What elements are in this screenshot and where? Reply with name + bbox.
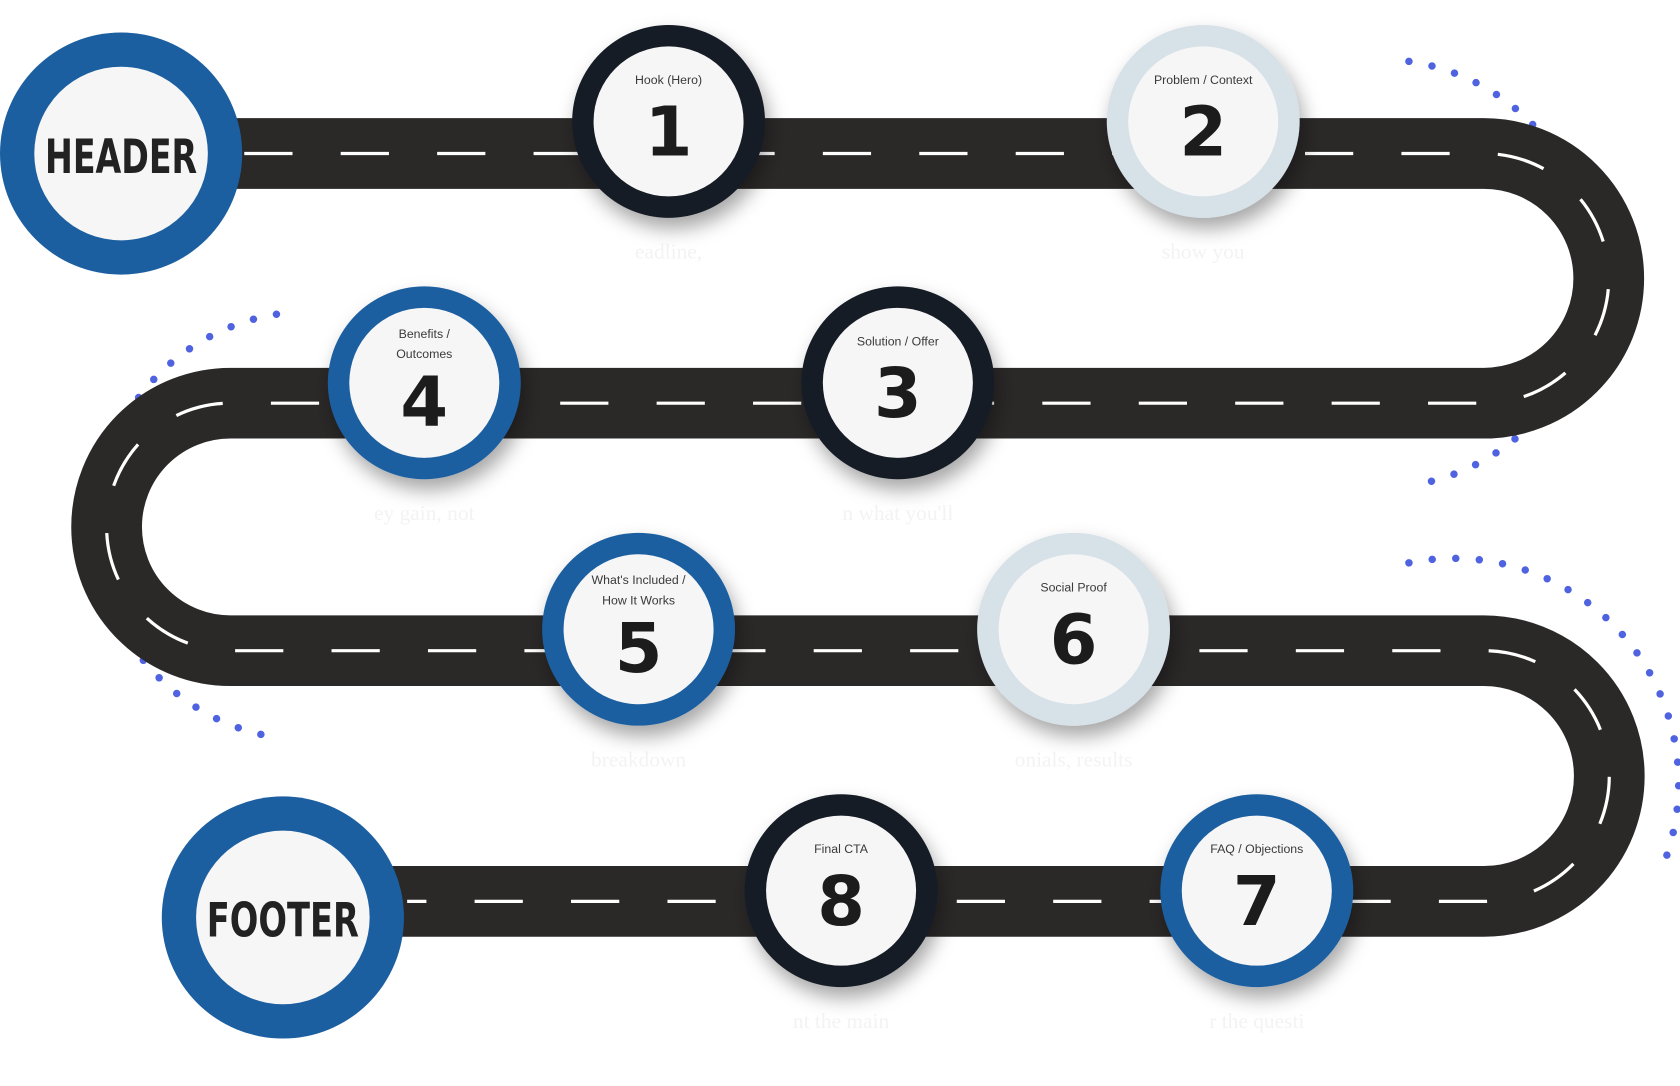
step-number: 3 xyxy=(874,354,922,434)
step-title: Benefits / xyxy=(399,327,451,341)
node-inner xyxy=(196,830,370,1005)
node-inner xyxy=(822,307,973,458)
road-center-dashes xyxy=(105,151,1611,903)
step-caption: n what you'll xyxy=(842,501,953,525)
step-title: Hook (Hero) xyxy=(635,73,702,87)
step-number: 4 xyxy=(400,363,448,443)
step-caption: ey gain, not xyxy=(374,501,475,525)
step-node-1: Hook (Hero) 1 xyxy=(572,24,765,218)
road xyxy=(71,118,1645,937)
step-node-4: Benefits / Outcomes 4 xyxy=(327,286,521,480)
step-node-2: Problem / Context 2 xyxy=(1106,24,1300,218)
step-node-3: Solution / Offer 3 xyxy=(801,286,995,480)
dotted-arc xyxy=(92,310,281,742)
step-node-6: Social Proof 6 xyxy=(977,532,1170,726)
header-node: HEADER xyxy=(0,32,243,275)
dotted-arc xyxy=(1405,554,1680,862)
step-caption: eadline, xyxy=(635,240,702,264)
step-title: What's Included / xyxy=(592,573,687,587)
step-number: 2 xyxy=(1179,93,1227,173)
node-label: FOOTER xyxy=(207,894,359,949)
step-caption: r the questi xyxy=(1209,1009,1304,1033)
step-title: How It Works xyxy=(602,594,675,608)
step-number: 8 xyxy=(817,862,865,942)
node-label: HEADER xyxy=(45,130,197,185)
node-inner xyxy=(1128,46,1279,197)
step-node-8: Final CTA 8 xyxy=(744,794,938,988)
step-title: Social Proof xyxy=(1040,581,1107,595)
step-node-7: FAQ / Objections 7 xyxy=(1160,794,1354,988)
node-inner xyxy=(998,554,1149,705)
node-inner xyxy=(766,815,917,966)
step-caption: onials, results xyxy=(1015,747,1133,771)
step-number: 1 xyxy=(645,93,693,173)
footer-node: FOOTER xyxy=(161,796,404,1039)
step-title: Final CTA xyxy=(814,842,869,856)
step-title: FAQ / Objections xyxy=(1210,842,1303,856)
step-caption: breakdown xyxy=(591,747,686,771)
node-inner xyxy=(563,554,714,705)
node-inner xyxy=(349,307,500,458)
node-inner xyxy=(1181,815,1332,966)
step-title: Problem / Context xyxy=(1154,73,1253,87)
step-caption: nt the main xyxy=(793,1009,890,1033)
step-title: Solution / Offer xyxy=(857,334,939,348)
step-number: 6 xyxy=(1050,601,1098,681)
step-number: 7 xyxy=(1233,862,1281,942)
node-inner xyxy=(34,66,208,241)
step-caption: show you xyxy=(1162,240,1245,264)
step-number: 5 xyxy=(615,609,663,689)
step-title: Outcomes xyxy=(396,347,452,361)
node-inner xyxy=(593,46,744,197)
